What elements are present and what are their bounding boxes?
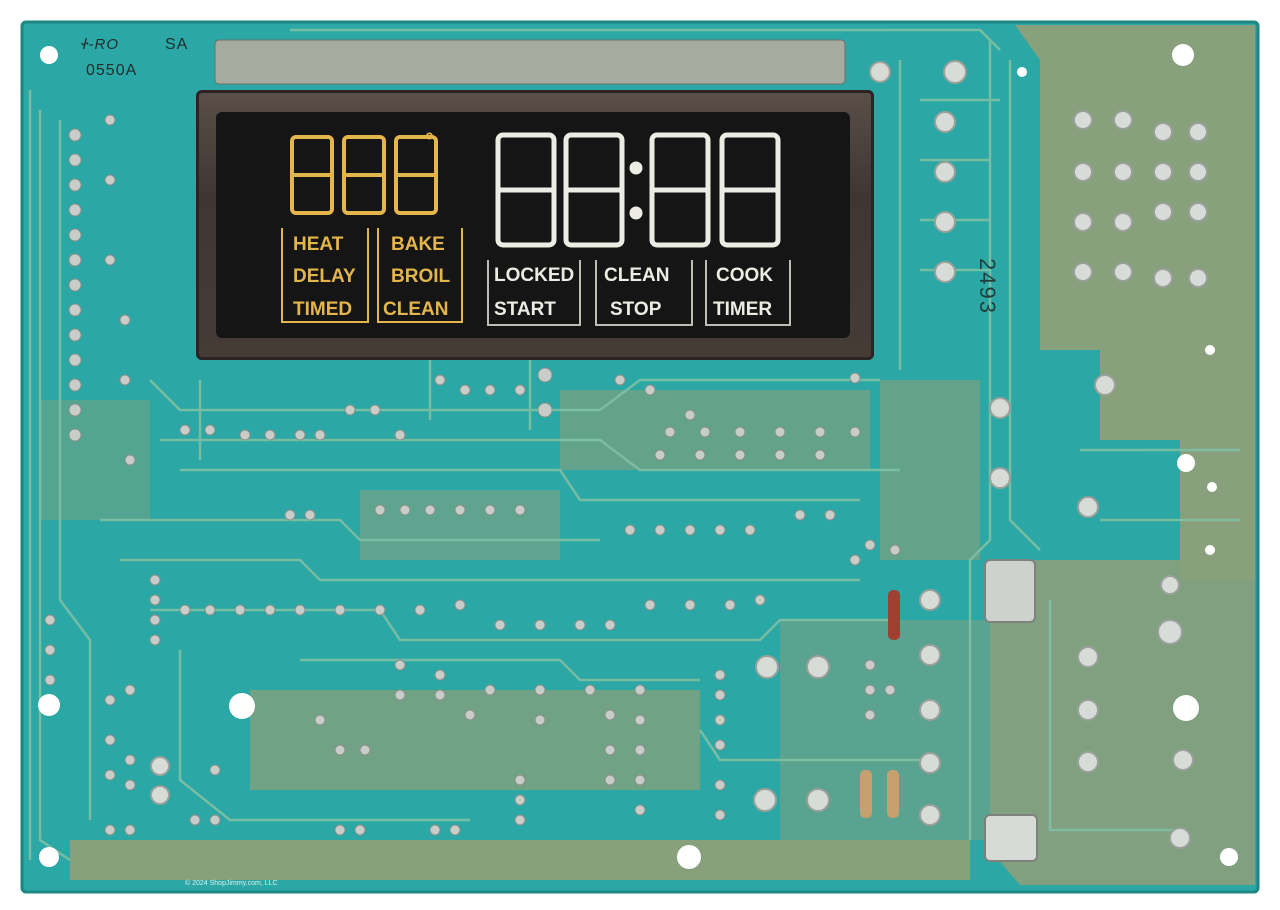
label-cook: COOK bbox=[716, 265, 773, 286]
copper-planes bbox=[40, 25, 1255, 885]
copyright-notice: © 2024 ShopJimmy.com, LLC bbox=[185, 880, 278, 887]
temp-digits bbox=[290, 135, 438, 215]
label-broil: BROIL bbox=[391, 266, 451, 287]
display-glass bbox=[216, 112, 850, 338]
label-stop: STOP bbox=[610, 299, 662, 320]
label-heat: HEAT bbox=[293, 234, 344, 255]
label-start: START bbox=[494, 299, 556, 320]
label-clean-amber: CLEAN bbox=[383, 299, 449, 320]
label-locked: LOCKED bbox=[494, 265, 575, 286]
diodes bbox=[860, 590, 900, 818]
degree-symbol: ° bbox=[425, 128, 434, 153]
label-timer: TIMER bbox=[713, 299, 773, 320]
terminal-block bbox=[984, 814, 1038, 862]
label-bake: BAKE bbox=[391, 234, 445, 255]
amber-frames bbox=[281, 228, 463, 323]
label-delay: DELAY bbox=[293, 266, 356, 287]
large-star-pads bbox=[150, 60, 1208, 849]
pcb-traces bbox=[28, 28, 1240, 862]
label-timed: TIMED bbox=[293, 299, 353, 320]
terminal-block bbox=[984, 559, 1036, 623]
header-pins bbox=[214, 39, 846, 85]
clock-digits bbox=[495, 132, 781, 248]
solder-pads bbox=[44, 114, 901, 836]
white-frames bbox=[487, 260, 791, 326]
silkscreen-sa: SA bbox=[165, 36, 189, 53]
mounting-holes bbox=[38, 44, 1238, 869]
silkscreen-part-number: 0550A bbox=[86, 62, 138, 79]
silkscreen-mark: Ꮠ-RO bbox=[80, 36, 120, 53]
label-clean: CLEAN bbox=[604, 265, 670, 286]
